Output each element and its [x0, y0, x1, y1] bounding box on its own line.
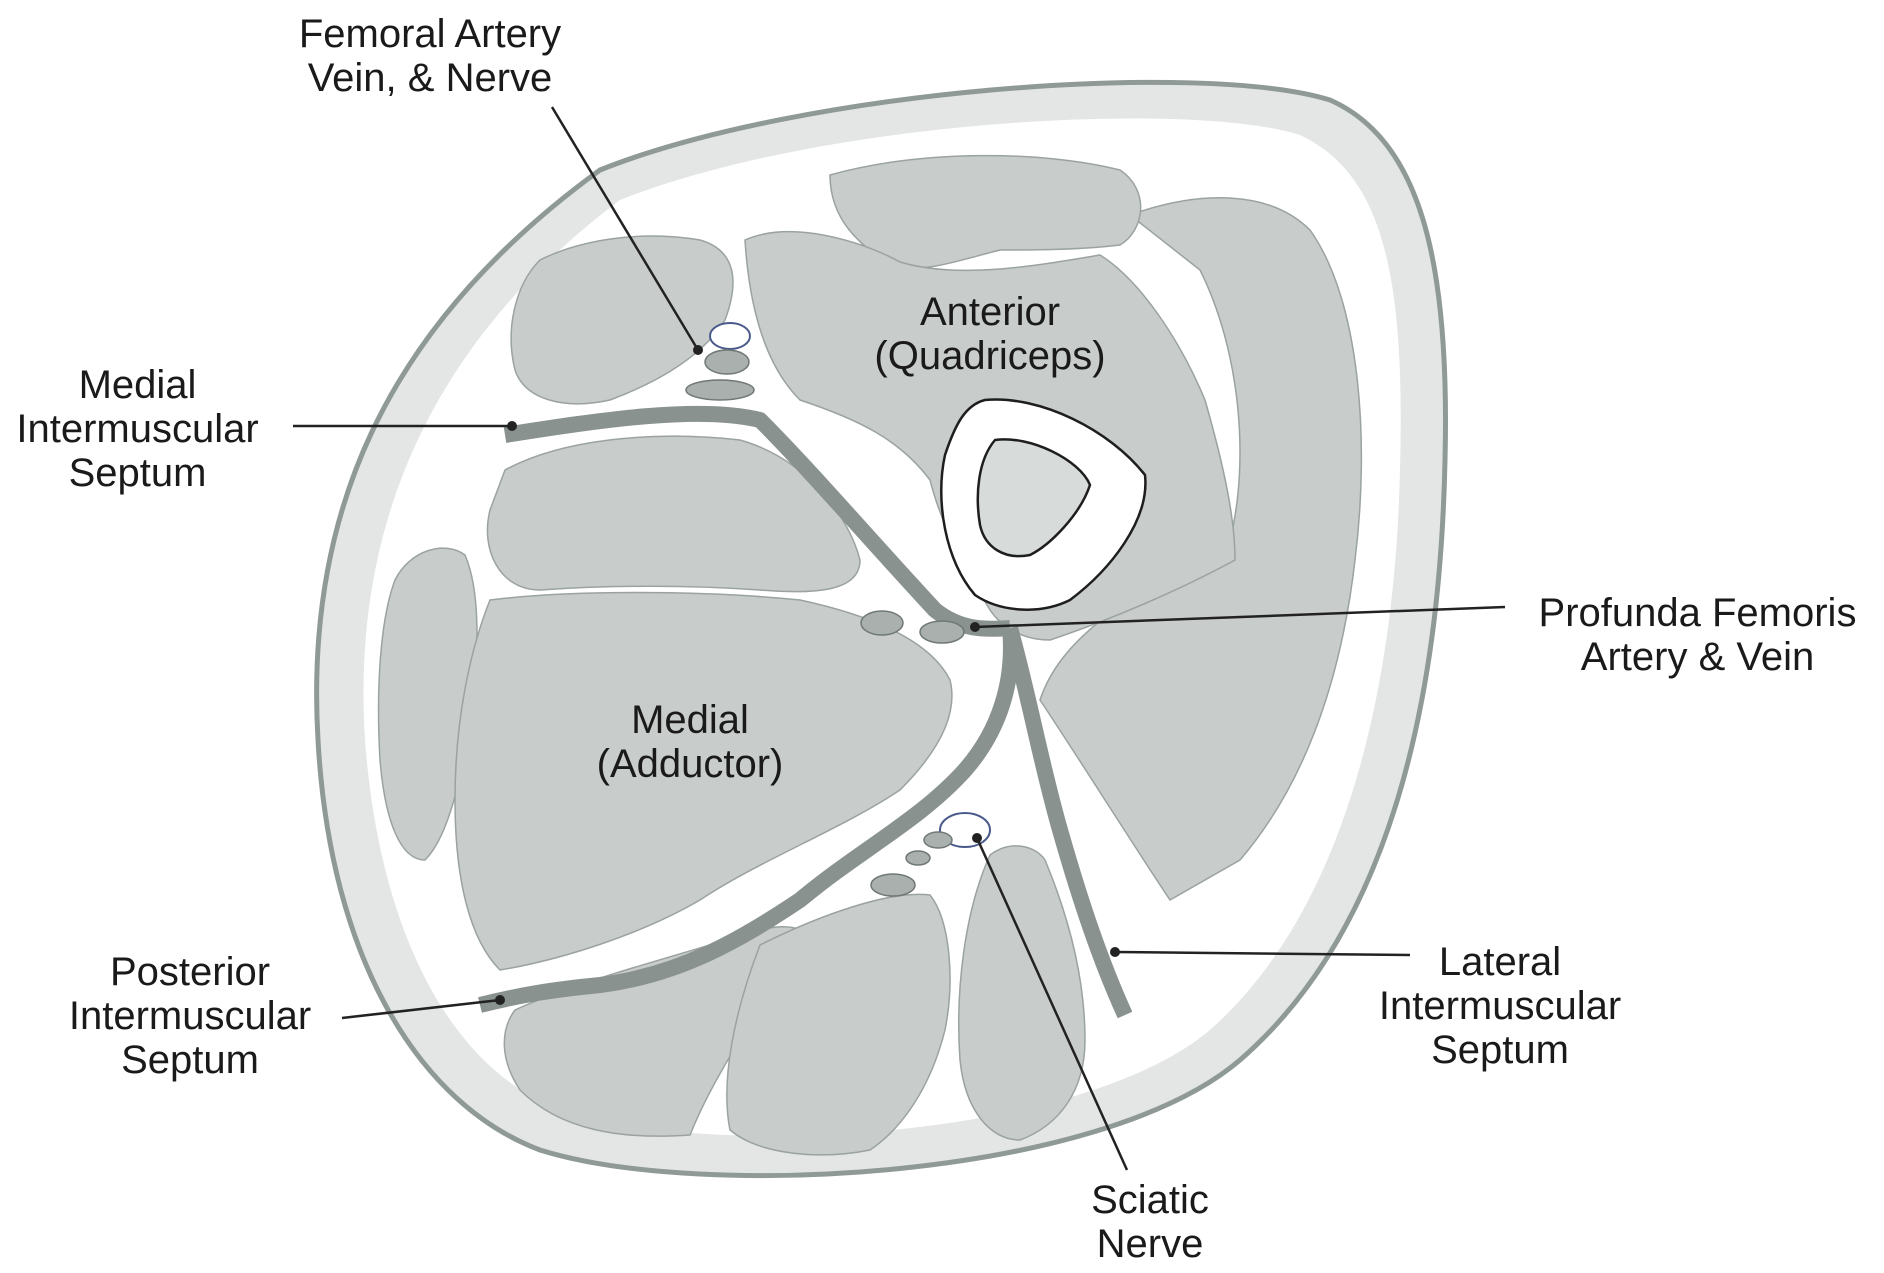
profunda-vein-vessel: [861, 611, 903, 635]
lateral-septum-leader-dot: [1110, 947, 1120, 957]
femoral-label-line-1: Femoral Artery: [255, 12, 605, 56]
medial-septum-line-1: Medial: [0, 363, 275, 407]
lateral-septum-line-1: Lateral: [1355, 940, 1645, 984]
posterior-septum-line-2: Intermuscular: [40, 994, 340, 1038]
femoral-leader-dot: [693, 345, 703, 355]
medial-septum-line-2: Intermuscular: [0, 407, 275, 451]
profunda-artery-vessel: [920, 621, 964, 643]
femoral-nerve-vessel: [686, 380, 754, 400]
anterior-label-line-2: (Quadriceps): [820, 334, 1160, 378]
sciatic-line-2: Nerve: [1050, 1222, 1250, 1266]
femoral-artery-vein-nerve-label: Femoral Artery Vein, & Nerve: [255, 12, 605, 100]
femoral-artery-vessel: [705, 350, 749, 374]
profunda-leader-dot: [970, 622, 980, 632]
profunda-line-1: Profunda Femoris: [1515, 591, 1880, 635]
profunda-femoris-label: Profunda Femoris Artery & Vein: [1515, 591, 1880, 679]
sciatic-nerve-label: Sciatic Nerve: [1050, 1178, 1250, 1266]
posterior-septum-leader-dot: [495, 995, 505, 1005]
profunda-line-2: Artery & Vein: [1515, 635, 1880, 679]
medial-label-line-2: (Adductor): [545, 742, 835, 786]
medial-compartment-label: Medial (Adductor): [545, 698, 835, 786]
small-vessel-a: [924, 832, 952, 848]
lateral-septum-line-2: Intermuscular: [1355, 984, 1645, 1028]
posterior-septum-line-1: Posterior: [40, 950, 340, 994]
medial-septum-line-3: Septum: [0, 451, 275, 495]
anterior-compartment-label: Anterior (Quadriceps): [820, 290, 1160, 378]
small-vessel-b: [906, 851, 930, 865]
medial-label-line-1: Medial: [545, 698, 835, 742]
sciatic-line-1: Sciatic: [1050, 1178, 1250, 1222]
small-vessel-c: [871, 874, 915, 896]
anterior-label-line-1: Anterior: [820, 290, 1160, 334]
femoral-label-line-2: Vein, & Nerve: [255, 56, 605, 100]
medial-septum-leader-dot: [507, 421, 517, 431]
lateral-intermuscular-septum-label: Lateral Intermuscular Septum: [1355, 940, 1645, 1072]
medial-intermuscular-septum-label: Medial Intermuscular Septum: [0, 363, 275, 495]
lateral-septum-line-3: Septum: [1355, 1028, 1645, 1072]
femoral-vein-vessel: [710, 323, 750, 349]
sciatic-leader-dot: [972, 833, 982, 843]
posterior-intermuscular-septum-label: Posterior Intermuscular Septum: [40, 950, 340, 1082]
posterior-septum-line-3: Septum: [40, 1038, 340, 1082]
